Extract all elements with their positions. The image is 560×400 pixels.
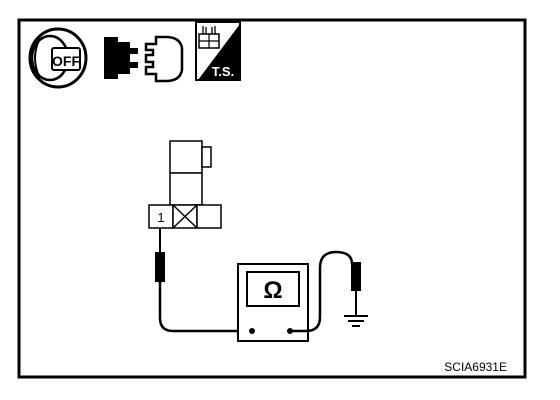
meter-terminal-left xyxy=(249,328,255,334)
terminal-number-label: 1 xyxy=(157,210,164,225)
ignition-key-off-icon: OFF xyxy=(28,27,88,89)
connector-disconnect-icon xyxy=(104,35,184,83)
ts-harness-icon: T.S. xyxy=(195,21,241,81)
ground-symbol-icon xyxy=(344,315,368,327)
ignition-off-label: OFF xyxy=(52,53,80,69)
test-probe-left xyxy=(155,228,252,333)
figure-code: SCIA6931E xyxy=(444,360,507,374)
harness-connector: 1 xyxy=(148,140,222,229)
ohm-symbol: Ω xyxy=(263,277,282,304)
ts-label: T.S. xyxy=(212,64,234,79)
terminal-cell-3 xyxy=(196,204,222,229)
ohmmeter: Ω xyxy=(237,263,309,342)
test-probe-right xyxy=(290,250,361,333)
